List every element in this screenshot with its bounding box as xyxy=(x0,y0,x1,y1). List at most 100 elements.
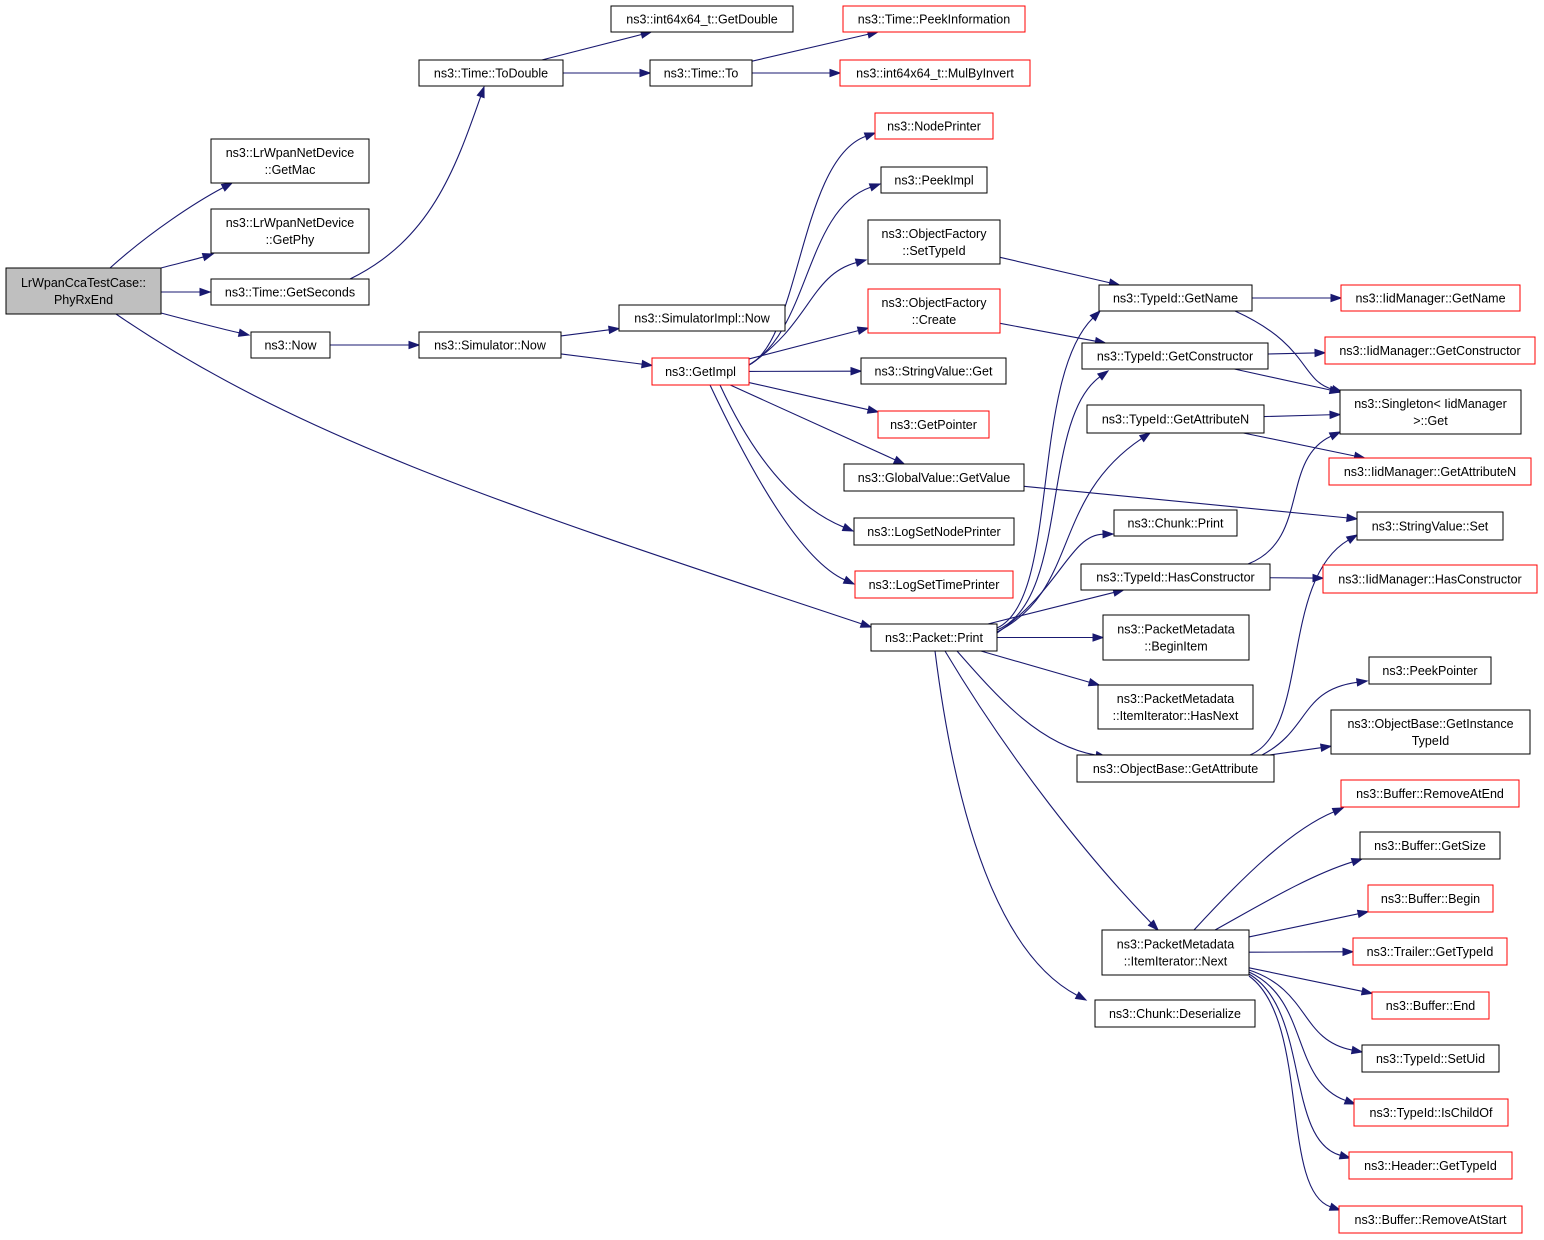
node-label: ns3::Time::ToDouble xyxy=(434,67,548,81)
node-headergettypeid[interactable]: ns3::Header::GetTypeId xyxy=(1348,1151,1513,1180)
node-box xyxy=(1097,684,1254,730)
edge-line xyxy=(996,376,1101,631)
edge-line xyxy=(560,353,643,365)
edge-line xyxy=(1248,971,1346,1102)
edge-line xyxy=(980,650,1090,683)
node-label: ns3::LrWpanNetDevice xyxy=(226,216,355,230)
node-obgetattr[interactable]: ns3::ObjectBase::GetAttribute xyxy=(1076,754,1275,783)
node-box xyxy=(1371,991,1490,1020)
node-label: ns3::ObjectFactory xyxy=(882,296,988,310)
node-box xyxy=(1113,509,1238,537)
edge-line xyxy=(748,135,866,366)
node-typeidsetuid[interactable]: ns3::TypeId::SetUid xyxy=(1361,1044,1500,1073)
node-ofsettypeid[interactable]: ns3::ObjectFactory::SetTypeId xyxy=(867,219,1001,265)
node-label: ns3::IidManager::GetAttributeN xyxy=(1344,465,1516,479)
node-simnow[interactable]: ns3::Simulator::Now xyxy=(418,331,562,359)
edge-arrowhead xyxy=(850,366,863,376)
node-bufremoveatend[interactable]: ns3::Buffer::RemoveAtEnd xyxy=(1340,779,1520,808)
node-label: ::ItemIterator::HasNext xyxy=(1113,709,1239,723)
edge-line xyxy=(1248,975,1331,1208)
edge-obgetattr-to-peekpointer xyxy=(1261,678,1369,756)
edge-line xyxy=(1267,352,1316,355)
node-box xyxy=(1356,511,1504,541)
edge-arrowhead xyxy=(639,68,652,78)
node-mulbyinvert[interactable]: ns3::int64x64_t::MulByInvert xyxy=(839,59,1031,87)
node-logsetnodeprinter[interactable]: ns3::LogSetNodePrinter xyxy=(853,517,1015,546)
node-typeidgetctor[interactable]: ns3::TypeId::GetConstructor xyxy=(1081,342,1269,370)
node-box xyxy=(870,623,998,652)
node-label: ns3::Singleton< IidManager xyxy=(1354,397,1507,411)
node-bufbegin[interactable]: ns3::Buffer::Begin xyxy=(1367,884,1494,913)
node-label: ns3::Buffer::RemoveAtEnd xyxy=(1356,787,1504,801)
node-label: ns3::Trailer::GetTypeId xyxy=(1367,945,1494,959)
edge-arrowhead xyxy=(1087,677,1101,687)
node-iidhasctor[interactable]: ns3::IidManager::HasConstructor xyxy=(1322,564,1538,594)
node-label: ns3::IidManager::GetName xyxy=(1355,292,1505,306)
node-box xyxy=(867,219,1001,265)
node-timeto[interactable]: ns3::Time::To xyxy=(649,59,753,87)
node-label: ns3::PeekPointer xyxy=(1382,664,1477,678)
node-logsettimeprinter[interactable]: ns3::LogSetTimePrinter xyxy=(854,570,1014,599)
node-pmhasnext[interactable]: ns3::PacketMetadata::ItemIterator::HasNe… xyxy=(1097,684,1254,730)
edge-obgetattr-to-obgetinsttypeid xyxy=(1269,743,1333,756)
node-box xyxy=(210,208,370,254)
node-box xyxy=(651,357,750,386)
node-pmbeginitem[interactable]: ns3::PacketMetadata::BeginItem xyxy=(1102,614,1250,661)
node-peekpointer[interactable]: ns3::PeekPointer xyxy=(1368,656,1492,685)
node-bufend[interactable]: ns3::Buffer::End xyxy=(1371,991,1490,1020)
edge-arrowhead xyxy=(1331,807,1345,817)
node-iidgetattrn[interactable]: ns3::IidManager::GetAttributeN xyxy=(1328,457,1532,486)
node-singletonget[interactable]: ns3::Singleton< IidManager>::Get xyxy=(1339,389,1522,435)
node-ofcreate[interactable]: ns3::ObjectFactory::Create xyxy=(867,288,1001,334)
node-box xyxy=(1324,336,1536,365)
node-chunkprint[interactable]: ns3::Chunk::Print xyxy=(1113,509,1238,537)
node-chunkdeser[interactable]: ns3::Chunk::Deserialize xyxy=(1094,999,1256,1028)
edge-line xyxy=(999,256,1110,284)
node-stringvalueget[interactable]: ns3::StringValue::Get xyxy=(860,357,1007,385)
node-box xyxy=(1076,754,1275,783)
node-box xyxy=(860,357,1007,385)
node-box xyxy=(1353,1098,1509,1127)
node-peekimpl[interactable]: ns3::PeekImpl xyxy=(880,166,988,194)
node-todouble[interactable]: ns3::Time::ToDouble xyxy=(418,59,564,87)
node-gvgetvalue[interactable]: ns3::GlobalValue::GetValue xyxy=(843,463,1025,492)
edge-line xyxy=(956,650,1097,756)
node-nodeprinter[interactable]: ns3::NodePrinter xyxy=(874,112,994,140)
node-label: ns3::int64x64_t::MulByInvert xyxy=(856,67,1014,81)
node-getimpl[interactable]: ns3::GetImpl xyxy=(651,357,750,386)
node-simimplnow[interactable]: ns3::SimulatorImpl::Now xyxy=(618,304,786,332)
node-bufgetsize[interactable]: ns3::Buffer::GetSize xyxy=(1359,831,1501,860)
node-packetprint[interactable]: ns3::Packet::Print xyxy=(870,623,998,652)
node-int64getdouble[interactable]: ns3::int64x64_t::GetDouble xyxy=(610,5,794,33)
edge-getimpl-to-ofcreate xyxy=(748,326,870,360)
edge-line xyxy=(996,533,1104,634)
node-typeidgetattrn[interactable]: ns3::TypeId::GetAttributeN xyxy=(1086,404,1265,434)
node-iidgetctor[interactable]: ns3::IidManager::GetConstructor xyxy=(1324,336,1536,365)
node-typeidgetname[interactable]: ns3::TypeId::GetName xyxy=(1098,284,1253,312)
edge-arrowhead xyxy=(1330,293,1343,303)
node-getphy[interactable]: ns3::LrWpanNetDevice::GetPhy xyxy=(210,208,370,254)
edge-arrowhead xyxy=(1314,348,1327,358)
node-typeidhasctor[interactable]: ns3::TypeId::HasConstructor xyxy=(1080,563,1271,591)
edge-arrowhead xyxy=(841,523,855,532)
node-box xyxy=(1367,884,1494,913)
edge-packetprint-to-typeidgetname xyxy=(996,309,1102,629)
node-box xyxy=(649,59,753,87)
node-getpointer[interactable]: ns3::GetPointer xyxy=(877,410,990,439)
node-label: ns3::Chunk::Print xyxy=(1128,517,1224,531)
node-label: ns3::IidManager::HasConstructor xyxy=(1338,573,1521,587)
node-trailergettypeid[interactable]: ns3::Trailer::GetTypeId xyxy=(1352,937,1508,966)
edge-line xyxy=(748,262,857,366)
node-getmac[interactable]: ns3::LrWpanNetDevice::GetMac xyxy=(210,138,370,184)
node-peekinfo[interactable]: ns3::Time::PeekInformation xyxy=(842,5,1026,33)
node-bufremoveatstart[interactable]: ns3::Buffer::RemoveAtStart xyxy=(1338,1205,1523,1234)
node-getseconds[interactable]: ns3::Time::GetSeconds xyxy=(210,278,370,306)
node-box xyxy=(1094,999,1256,1028)
node-stringvalueset[interactable]: ns3::StringValue::Set xyxy=(1356,511,1504,541)
node-typeidischildof[interactable]: ns3::TypeId::IsChildOf xyxy=(1353,1098,1509,1127)
node-iidgetname[interactable]: ns3::IidManager::GetName xyxy=(1340,284,1521,312)
node-pmnext[interactable]: ns3::PacketMetadata::ItemIterator::Next xyxy=(1101,929,1250,976)
node-now[interactable]: ns3::Now xyxy=(250,331,331,359)
edge-arrowhead xyxy=(1074,991,1088,1001)
